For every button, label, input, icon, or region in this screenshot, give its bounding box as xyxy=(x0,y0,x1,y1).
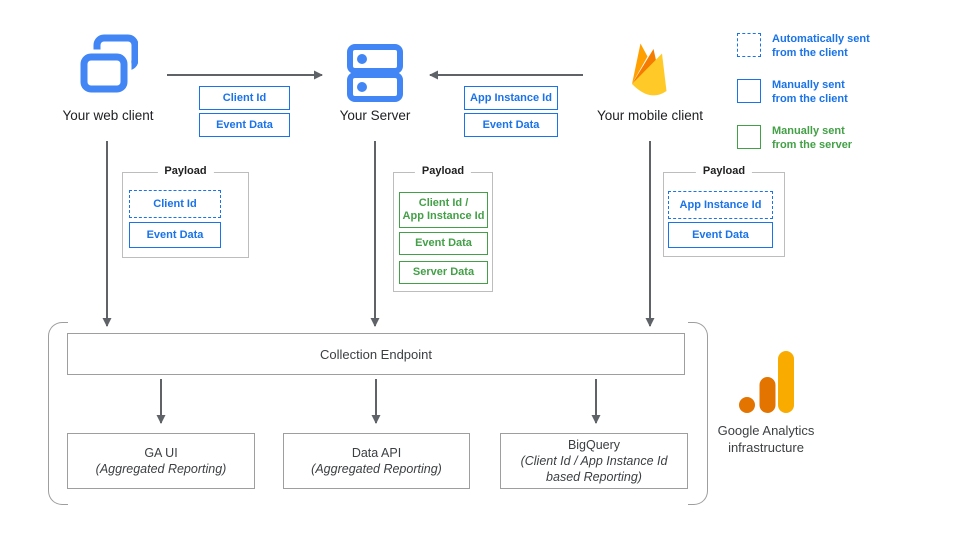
payload-item-event-data: Event Data xyxy=(129,222,221,248)
payload-title: Payload xyxy=(695,165,753,177)
payload-title: Payload xyxy=(414,165,472,177)
output-title: BigQuery xyxy=(567,438,621,452)
firebase-icon xyxy=(632,43,667,96)
ga-caption-line: Google Analytics xyxy=(717,423,815,438)
output-subtitle: (Client Id / App Instance Id based Repor… xyxy=(520,454,668,484)
payload-item-app-instance-id: App Instance Id xyxy=(668,191,773,219)
legend-item-manual-server: Manually sent from the server xyxy=(737,125,870,152)
payload-box-mobile: Payload App Instance Id Event Data xyxy=(663,165,785,257)
web-client-label: Your web client xyxy=(62,108,154,123)
legend-label-line: Manually sent xyxy=(772,79,845,91)
output-title: GA UI xyxy=(144,446,178,460)
legend-item-auto-client: Automatically sent from the client xyxy=(737,33,870,60)
ga-ui-box: GA UI (Aggregated Reporting) xyxy=(67,433,255,489)
legend-label: Manually sent from the server xyxy=(772,124,852,152)
infrastructure-bracket-right xyxy=(688,322,708,505)
payload-item-text: App Instance Id xyxy=(402,210,485,222)
payload-item-text: Server Data xyxy=(412,266,475,278)
tag-client-id: Client Id xyxy=(199,86,290,110)
payload-item-event-data: Event Data xyxy=(668,222,773,248)
data-api-box: Data API (Aggregated Reporting) xyxy=(283,433,470,489)
payload-item-text: Event Data xyxy=(415,237,472,249)
payload-item-text: Event Data xyxy=(146,228,204,241)
payload-item-text: Event Data xyxy=(692,228,749,241)
server-icon xyxy=(347,44,403,102)
solid-blue-swatch-icon xyxy=(737,79,761,103)
legend-label-line: from the client xyxy=(772,47,848,59)
payload-item-text: Client Id / xyxy=(418,197,469,209)
tag-app-instance-id: App Instance Id xyxy=(464,86,558,110)
output-title: Data API xyxy=(351,446,402,460)
ga-infrastructure-caption: Google Analytics infrastructure xyxy=(688,422,844,456)
output-subtitle: (Aggregated Reporting) xyxy=(311,462,442,476)
legend-item-manual-client: Manually sent from the client xyxy=(737,79,870,106)
output-subtitle: (Aggregated Reporting) xyxy=(95,462,227,476)
web-client-icon xyxy=(80,34,138,96)
solid-green-swatch-icon xyxy=(737,125,761,149)
dashed-blue-swatch-icon xyxy=(737,33,761,57)
mobile-client-label: Your mobile client xyxy=(596,108,704,123)
payload-item-text: Client Id xyxy=(153,197,197,210)
collection-endpoint-label: Collection Endpoint xyxy=(319,346,433,362)
legend-label: Manually sent from the client xyxy=(772,78,848,106)
legend: Automatically sent from the client Manua… xyxy=(737,33,870,171)
payload-title: Payload xyxy=(157,165,214,177)
legend-label-line: Manually sent xyxy=(772,125,845,137)
payload-item-text: App Instance Id xyxy=(679,198,762,211)
tag-event-data: Event Data xyxy=(464,113,558,137)
collection-endpoint-box: Collection Endpoint xyxy=(67,333,685,375)
legend-label-line: from the client xyxy=(772,93,848,105)
infrastructure-bracket-left xyxy=(48,322,68,505)
payload-item-client-or-app-instance-id: Client Id / App Instance Id xyxy=(399,192,488,228)
payload-item-client-id: Client Id xyxy=(129,190,221,218)
ga-caption-line: infrastructure xyxy=(728,440,804,455)
tag-event-data: Event Data xyxy=(199,113,290,137)
google-analytics-logo-icon xyxy=(739,351,794,413)
bigquery-box: BigQuery (Client Id / App Instance Id ba… xyxy=(500,433,688,489)
legend-label-line: Automatically sent xyxy=(772,33,870,45)
legend-label: Automatically sent from the client xyxy=(772,32,870,60)
legend-label-line: from the server xyxy=(772,139,853,151)
payload-box-server: Payload Client Id / App Instance Id Even… xyxy=(393,165,493,292)
payload-item-event-data: Event Data xyxy=(399,232,488,255)
server-label: Your Server xyxy=(339,108,411,123)
payload-item-server-data: Server Data xyxy=(399,261,488,284)
payload-box-web: Payload Client Id Event Data xyxy=(122,165,249,258)
